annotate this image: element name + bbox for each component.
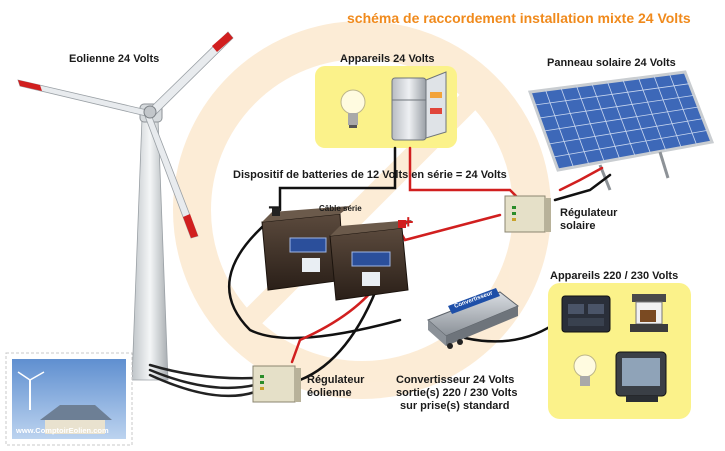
battery-setup-label: Dispositif de batteries de 12 Volts en s… <box>233 169 507 181</box>
diagram-title: schéma de raccordement installation mixt… <box>347 10 691 26</box>
battery-right-icon <box>329 220 412 301</box>
panel-cell-line <box>543 106 699 132</box>
wind-turbine-label: Eolienne 24 Volts <box>69 53 159 65</box>
wind-regulator-label-line2: éolienne <box>307 387 352 399</box>
plus-terminal-sign: + <box>403 212 414 232</box>
panel-cell-line <box>534 83 690 106</box>
solar-regulator-label-line1: Régulateur <box>560 207 618 219</box>
converter-label-line3: sur prise(s) standard <box>400 400 509 412</box>
coffee-maker-icon <box>630 294 668 332</box>
battery-left-icon <box>261 206 350 291</box>
refrigerator-icon <box>391 71 447 141</box>
stamp-site-label: www.ComptoirEolien.com <box>15 426 109 435</box>
series-cable-label: Câble série <box>319 204 362 213</box>
panel-cell-line <box>553 129 708 158</box>
panel-cell-line <box>539 94 695 119</box>
panel-cell-line <box>548 118 704 145</box>
television-icon <box>615 351 667 402</box>
converter-label-line2: sortie(s) 220 / 230 Volts <box>396 387 517 399</box>
solar-panel-icon <box>527 70 715 191</box>
solar-regulator-label-line2: solaire <box>560 220 595 232</box>
appliances-220v-label: Appareils 220 / 230 Volts <box>550 270 678 282</box>
solar-panel-label: Panneau solaire 24 Volts <box>547 57 676 69</box>
minus-terminal-sign: − <box>268 197 280 219</box>
postage-stamp-logo: www.ComptoirEolien.com <box>5 352 133 446</box>
stereo-icon <box>561 295 611 333</box>
wind-turbine-icon <box>17 31 234 381</box>
appliances-24v-label: Appareils 24 Volts <box>340 53 435 65</box>
lightbulb-220v-icon <box>573 354 597 386</box>
wind-regulator-label-line1: Régulateur <box>307 374 365 386</box>
wind-regulator-icon <box>252 365 301 403</box>
converter-label-line1: Convertisseur 24 Volts <box>396 374 514 386</box>
solar-regulator-icon <box>504 195 551 233</box>
lightbulb-icon <box>340 89 366 128</box>
